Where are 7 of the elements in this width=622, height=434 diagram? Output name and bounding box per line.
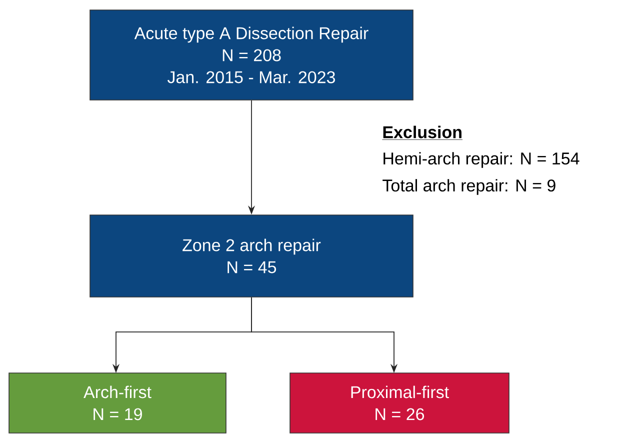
process-box: Proximal-first N = 26 — [290, 372, 510, 434]
note-text: Total arch repair: N = 9 — [382, 179, 556, 195]
heading: Exclusion — [382, 126, 463, 140]
process-box: Zone 2 arch repair N = 45 — [90, 214, 414, 298]
note-text: Hemi-arch repair: N = 154 — [384, 152, 580, 168]
process-box: Arch-first N = 19 — [8, 372, 226, 434]
process-box: Acute type A Dissection Repair N = 208 Jan. 2015 - Mar. 2023 — [90, 10, 414, 100]
